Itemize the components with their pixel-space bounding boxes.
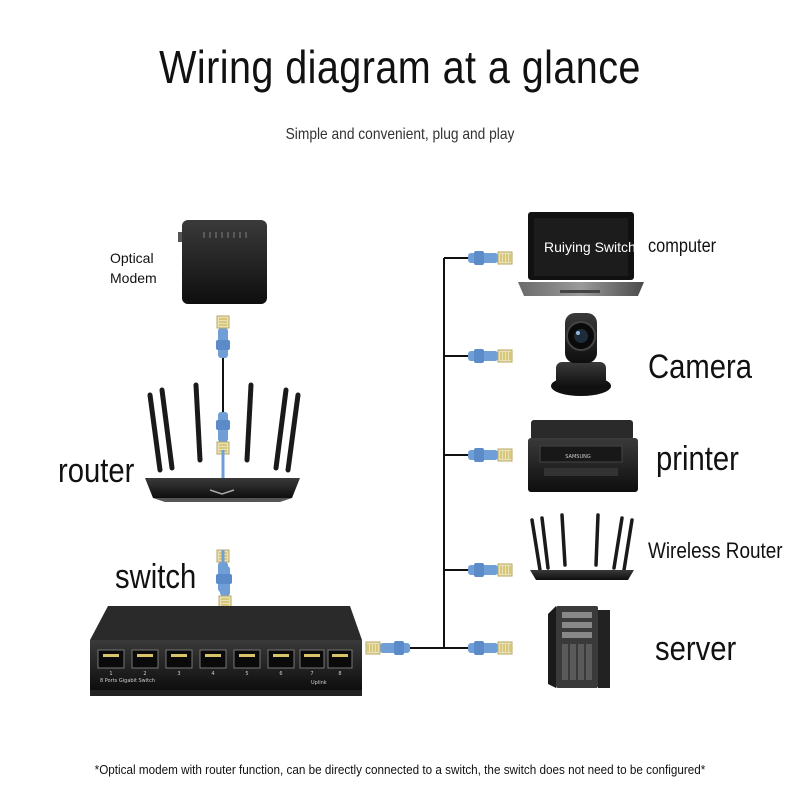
cable-plug-icon xyxy=(217,565,233,609)
switch-port-number: 4 xyxy=(211,671,214,677)
switch-port-number: 1 xyxy=(109,671,112,677)
camera-label: Camera xyxy=(648,348,753,386)
switch-port-number: 3 xyxy=(177,671,180,677)
printer-label: printer xyxy=(656,440,739,478)
printer-device: SAMSUNG xyxy=(528,420,638,492)
cable-plug-icon xyxy=(467,447,513,463)
switch-port-number: 2 xyxy=(143,671,146,677)
switch-port-number: 6 xyxy=(279,671,282,677)
footnote: *Optical modem with router function, can… xyxy=(94,762,706,777)
wireless-router-label: Wireless Router xyxy=(648,538,783,563)
laptop-device xyxy=(518,212,644,296)
server-device xyxy=(548,606,610,688)
router-device xyxy=(145,382,301,502)
switch-label: switch xyxy=(115,558,197,596)
switch-port-number: 8 xyxy=(338,671,341,677)
switch-port-number: 7 xyxy=(310,671,313,677)
router-label: router xyxy=(58,452,135,490)
cable-plug-icon xyxy=(467,348,513,364)
network-lines xyxy=(222,257,470,649)
cable-plug-icon xyxy=(215,411,231,455)
cable-plug-icon xyxy=(467,562,513,578)
switch-caption: 8 Ports Gigabit Switch xyxy=(100,678,155,684)
camera-device xyxy=(551,313,611,396)
switch-caption-group: 8 Ports Gigabit Switch Uplink 1 2 3 4 5 … xyxy=(100,671,342,686)
cable-plug-icon xyxy=(467,250,513,266)
cable-plug-icon xyxy=(365,640,411,656)
cable-plug-icon xyxy=(215,315,231,359)
cable-plug-icon xyxy=(467,640,513,656)
printer-brand: SAMSUNG xyxy=(565,454,591,460)
laptop-screen-text: Ruiying Switch xyxy=(544,239,636,255)
page-title: Wiring diagram at a glance xyxy=(159,41,641,93)
optical-modem-label: Optical Modem xyxy=(110,250,157,286)
server-label: server xyxy=(655,630,737,668)
switch-port-number: 5 xyxy=(245,671,248,677)
switch-uplink-label: Uplink xyxy=(311,680,327,686)
optical-modem-device xyxy=(178,220,267,304)
switch-device xyxy=(90,606,362,696)
computer-label: computer xyxy=(648,236,717,257)
wireless-router-device xyxy=(530,513,634,580)
page-subtitle: Simple and convenient, plug and play xyxy=(285,126,515,143)
